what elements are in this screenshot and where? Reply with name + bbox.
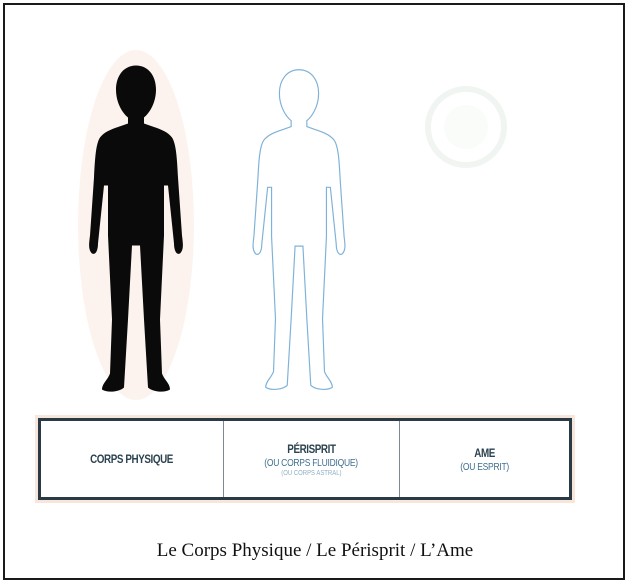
label-subtitle: (OU CORPS FLUIDIQUE) <box>265 458 359 469</box>
label-cell-perisprit: PÉRISPRIT (OU CORPS FLUIDIQUE) (OU CORPS… <box>224 421 400 497</box>
label-title: AME <box>474 446 495 460</box>
perisprit-silhouette <box>253 70 345 390</box>
corps-physique-silhouette <box>78 50 194 400</box>
label-subtitle-secondary: (OU CORPS ASTRAL) <box>281 470 341 477</box>
label-cell-ame: AME (OU ESPRIT) <box>400 421 569 497</box>
label-subtitle: (OU ESPRIT) <box>460 462 509 473</box>
label-table: CORPS PHYSIQUE PÉRISPRIT (OU CORPS FLUID… <box>38 418 572 500</box>
ame-aura <box>428 89 504 165</box>
figure-caption: Le Corps Physique / Le Périsprit / L’Ame <box>0 540 630 562</box>
label-title: CORPS PHYSIQUE <box>91 452 174 466</box>
label-title: PÉRISPRIT <box>287 442 335 456</box>
label-cell-corps-physique: CORPS PHYSIQUE <box>41 421 224 497</box>
